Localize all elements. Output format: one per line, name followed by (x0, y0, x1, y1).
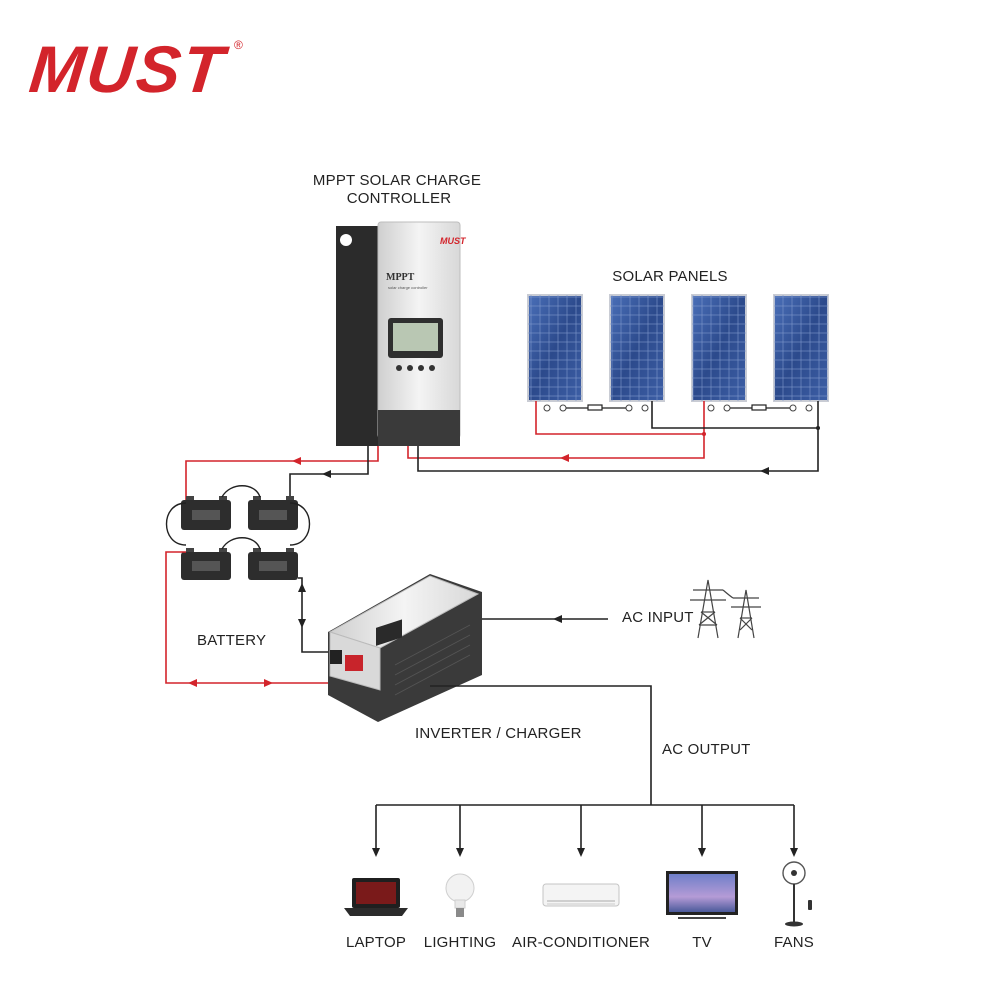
battery-inverter-positive-arrow-left (188, 679, 197, 687)
ac-output-arrows (372, 848, 798, 857)
ac-output-label: AC OUTPUT (662, 741, 751, 758)
load-label-tv: TV (692, 934, 712, 951)
pv-positive-arrow (560, 454, 569, 462)
battery-inverter-positive-arrow-right (264, 679, 273, 687)
solar-panel-4 (773, 294, 829, 402)
solar-panels-label: SOLAR PANELS (612, 268, 728, 285)
panel-terminals (543, 404, 813, 412)
controller-button-2 (407, 365, 413, 371)
tv-icon (666, 871, 738, 919)
pv-negative-arrow (760, 467, 769, 475)
solar-panel-1 (527, 294, 583, 402)
panel-series-links (566, 404, 790, 411)
power-tower-icon (690, 579, 761, 639)
controller-brand-text: MUST (440, 236, 467, 246)
battery-inverter-negative-wire (298, 577, 333, 653)
controller-label-line1: MPPT SOLAR CHARGE (312, 172, 482, 189)
battery-inverter-positive-wire (165, 551, 345, 684)
registered-mark: ® (234, 38, 243, 52)
battery-2 (248, 496, 298, 530)
battery-bank (165, 485, 311, 580)
controller-model-text: MPPT (386, 272, 415, 283)
controller-lcd-screen (393, 323, 438, 351)
controller-button-1 (396, 365, 402, 371)
battery-label: BATTERY (197, 632, 267, 649)
solar-panel-3 (691, 294, 747, 402)
controller-button-4 (429, 365, 435, 371)
pv-negative-wire (417, 401, 819, 472)
solar-panel-2 (609, 294, 665, 402)
controller-subtitle-text: solar charge controller (388, 285, 428, 290)
light-bulb-icon (445, 873, 475, 917)
load-label-air-conditioner: AIR-CONDITIONER (512, 934, 650, 951)
inverter-red-terminal (345, 655, 363, 671)
load-label-laptop: LAPTOP (345, 934, 407, 951)
battery-3 (181, 548, 231, 580)
pv-negative-junction (816, 426, 820, 430)
controller-battery-positive-arrow (292, 457, 301, 465)
air-conditioner-icon (542, 883, 620, 907)
controller-side-panel (336, 226, 380, 446)
ac-input-label: AC INPUT (622, 609, 694, 626)
controller-mount-hole (340, 234, 352, 246)
controller-button-3 (418, 365, 424, 371)
load-label-lighting: LIGHTING (423, 934, 497, 951)
inverter-label: INVERTER / CHARGER (415, 725, 582, 742)
laptop-icon (344, 878, 408, 916)
inverter-charger-device (328, 574, 482, 722)
inverter-black-terminal (330, 650, 342, 664)
mppt-controller-device: MUST MPPT solar charge controller (336, 221, 467, 446)
controller-label-line2: CONTROLLER (346, 190, 452, 207)
load-label-fans: FANS (774, 934, 814, 951)
fan-icon (782, 861, 812, 927)
ac-output-wire (375, 685, 795, 848)
battery-1 (181, 496, 231, 530)
controller-bottom-panel (378, 410, 460, 446)
ac-input-arrow (553, 615, 562, 623)
pv-positive-junction (702, 432, 706, 436)
pv-positive-wire (407, 401, 705, 459)
battery-inverter-negative-arrow-up (298, 583, 306, 592)
controller-battery-positive-wire (185, 446, 379, 505)
battery-4 (248, 548, 298, 580)
battery-interconnect-cables (165, 485, 311, 550)
battery-inverter-negative-arrow-down (298, 619, 306, 628)
controller-battery-negative-arrow (322, 470, 331, 478)
